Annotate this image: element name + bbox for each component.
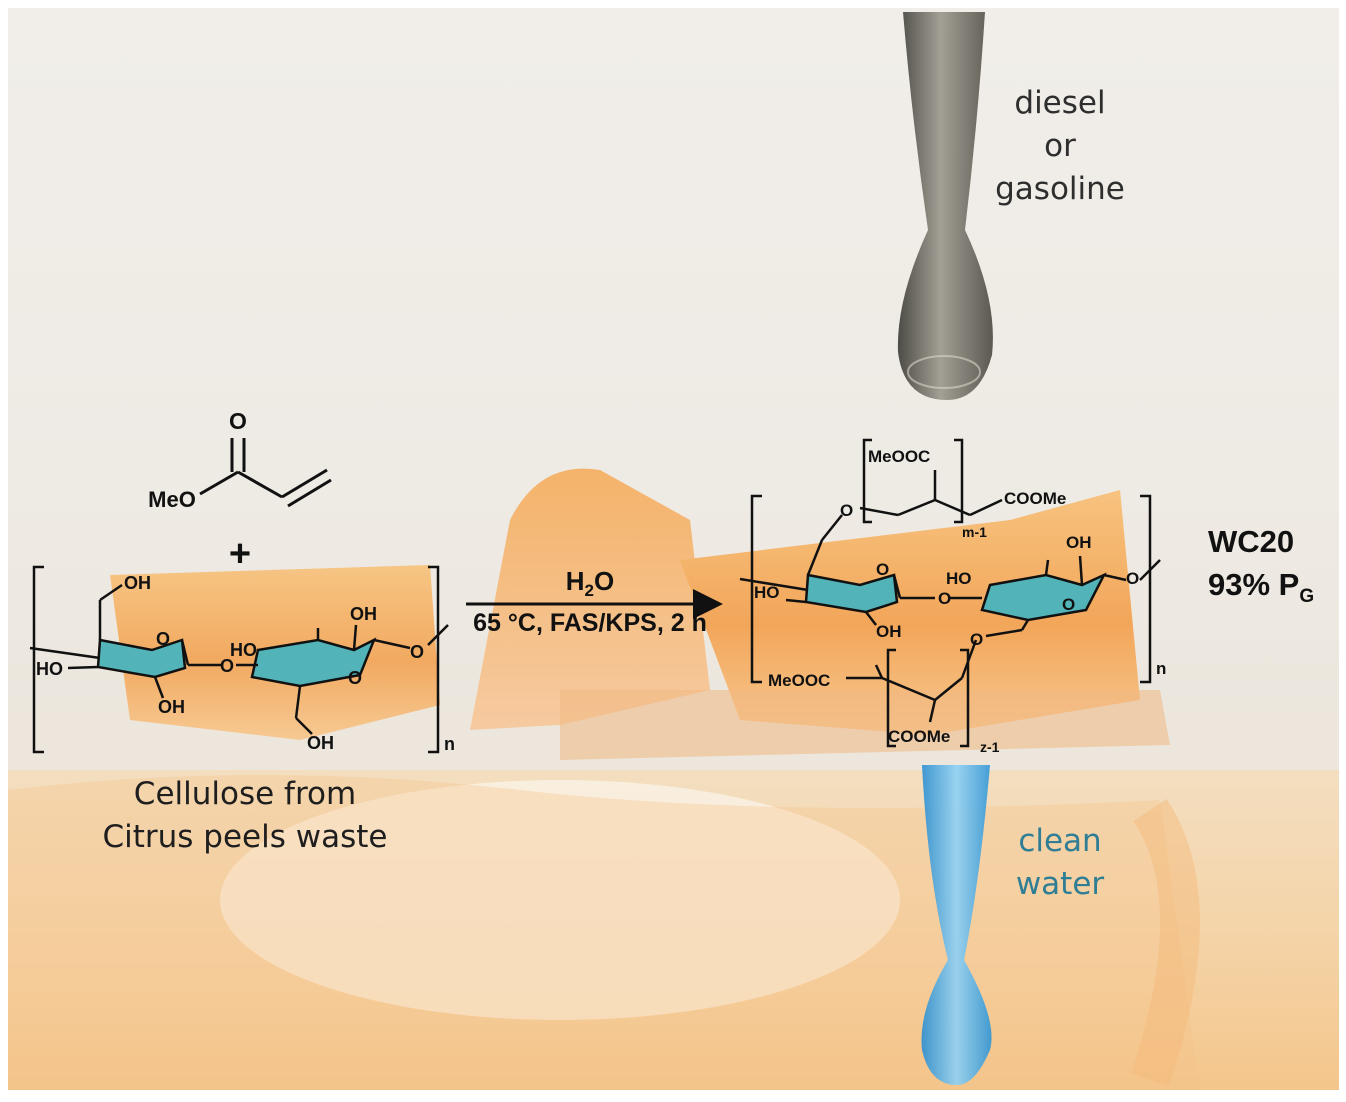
cellulose-oh-2: OH [158,697,185,717]
product-m-subscript: m-1 [962,524,987,540]
cellulose-structure: OH O HO OH O HO OH O OH O n [29,565,455,754]
caption-line: Cellulose from [133,776,357,812]
caption-line: Citrus peels waste [102,819,388,855]
cellulose-bridge-o: O [220,656,234,676]
solvent-sub: 2 [584,581,594,601]
yield-value: 93% P [1208,567,1300,602]
product-ho-left: HO [754,583,780,602]
cellulose-oh-6b: OH [307,733,334,753]
cellulose-ring-o1: O [156,629,170,649]
product-meooc-bottom: MeOOC [768,671,830,690]
reaction-solvent: H2O [470,566,710,601]
water-drop-icon [921,765,992,1085]
methoxy-label: MeO [148,487,196,512]
water-label-line: water [1015,866,1105,902]
cellulose-oh-right: OH [350,604,377,624]
cellulose-n: n [444,734,455,754]
plus-sign: + [229,533,251,575]
solvent-o: O [594,566,615,596]
cellulose-ho-left: HO [36,659,63,679]
carbonyl-oxygen: O [229,408,247,434]
oil-label-line: or [1044,128,1076,164]
reaction-conditions: 65 °C, FAS/KPS, 2 h [473,609,707,637]
product-meooc-top: MeOOC [868,447,930,466]
product-o-graft: O [840,501,853,520]
product-o-graft2: O [970,630,983,649]
product-z-subscript: z-1 [980,739,1000,755]
cellulose-ho-3: HO [230,640,257,660]
water-label: clean water [960,820,1160,906]
water-label-line: clean [1018,823,1102,859]
yield-subscript: G [1299,586,1315,608]
product-ring-o2: O [1062,595,1075,614]
product-name: WC20 [1208,524,1295,559]
cellulose-end-o: O [410,642,424,662]
oil-label: diesel or gasoline [960,82,1160,211]
product-oh-right: OH [1066,533,1092,552]
product-ho-3: HO [946,569,972,588]
product-coome-top: COOMe [1004,489,1066,508]
cellulose-caption: Cellulose from Citrus peels waste [60,773,430,859]
product-ring-o1: O [876,560,889,579]
oil-drop-icon [897,12,993,400]
cellulose-oh-6: OH [124,573,151,593]
solvent-h: H [565,566,585,596]
oil-label-line: diesel [1014,85,1106,121]
product-structure: MeOOC COOMe m-1 O O HO OH O HO OH O O O … [739,438,1166,755]
product-n: n [1156,659,1166,678]
product-end-o: O [1126,569,1139,588]
product-oh-2: OH [876,622,902,641]
oil-label-line: gasoline [995,171,1125,207]
product-yield: 93% PG [1208,567,1314,608]
product-coome-bottom: COOMe [888,727,950,746]
orange-peel-image [110,468,1170,760]
methyl-acrylate-structure [199,438,332,508]
product-bridge-o: O [938,589,951,608]
cellulose-ring-o2: O [348,668,362,688]
